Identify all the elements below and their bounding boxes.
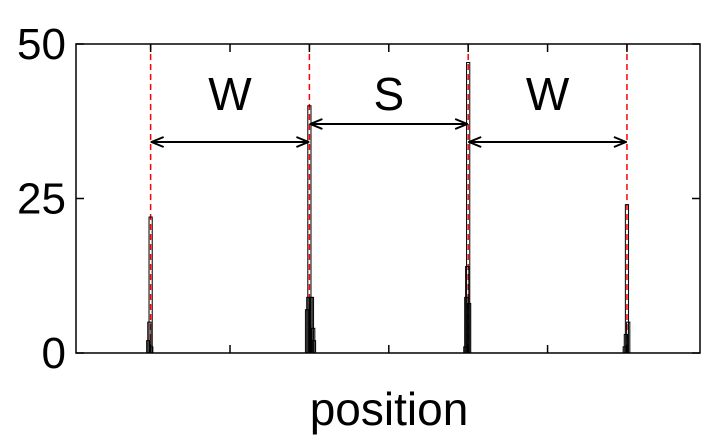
span-label-2: S [373, 68, 404, 120]
y-tick-label-1: 0 [42, 329, 66, 378]
span-label-3: W [526, 68, 570, 120]
span-label-1: W [208, 68, 252, 120]
marker-lines [149, 44, 628, 353]
y-tick-label-2: 25 [17, 175, 66, 224]
y-tick-label-3: 50 [17, 20, 66, 69]
axes: 0 25 50 [17, 20, 701, 378]
x-axis-label: position [310, 383, 469, 435]
